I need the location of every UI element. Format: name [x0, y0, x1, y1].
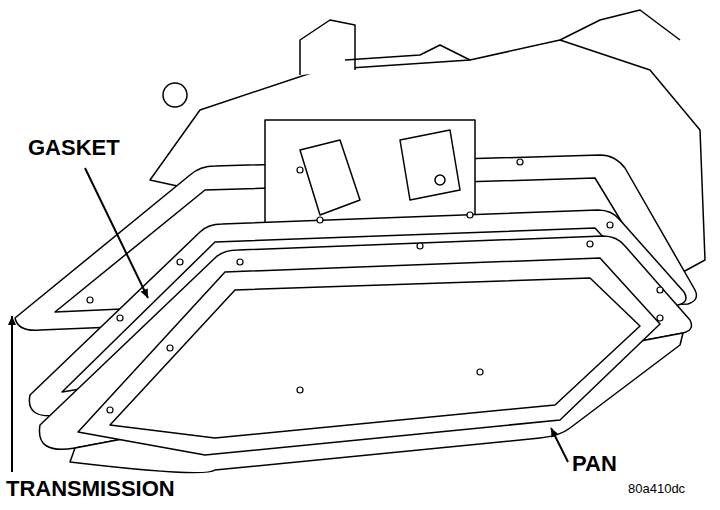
bolt-holes	[87, 159, 663, 413]
pan-leader	[551, 428, 568, 462]
pan-bottom	[78, 258, 660, 455]
case-detail	[560, 10, 680, 40]
transmission-leader	[11, 316, 13, 472]
part-label: GASKET	[26, 136, 122, 160]
sensor	[300, 20, 355, 75]
case-detail	[345, 45, 470, 60]
part-label: TRANSMISSION	[4, 477, 177, 501]
figure-code: 80a410dc	[626, 482, 687, 496]
gasket-leader	[85, 168, 148, 298]
mount-boss	[163, 83, 187, 107]
leader-lines	[12, 168, 568, 472]
pan-bottom-contour	[110, 278, 640, 438]
part-label: PAN	[570, 452, 619, 476]
valve-detail	[300, 130, 460, 215]
